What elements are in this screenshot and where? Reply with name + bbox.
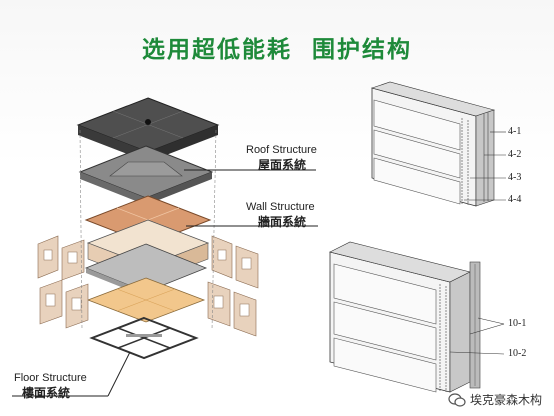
roof-structure-label-zh: 屋面系統 <box>258 158 307 172</box>
watermark-text: 埃克豪森木构 <box>469 393 542 407</box>
page-title: 选用超低能耗 围护结构 <box>141 37 412 63</box>
wall-structure-label-zh: 牆面系統 <box>258 215 307 229</box>
panel-label-4-4: 4-4 <box>508 194 522 205</box>
wall-panels-left <box>37 235 89 329</box>
bottom-wall-panel <box>329 241 481 393</box>
watermark: 埃克豪森木构 <box>448 391 542 408</box>
wall-structure-label-en: Wall Structure <box>246 201 315 213</box>
panel-label-10-2: 10-2 <box>508 348 527 359</box>
label-leader-lines <box>12 169 318 397</box>
wall-panels-right <box>207 235 259 337</box>
roof-insulation-layer <box>78 145 214 205</box>
floor-structure-label-zh: 樓面系統 <box>22 386 71 400</box>
roof-structure-label-en: Roof Structure <box>246 144 317 156</box>
wechat-icon <box>448 392 466 407</box>
floor-wood-layer <box>86 277 206 323</box>
guide-lines <box>79 129 217 331</box>
panel-label-4-1: 4-1 <box>508 126 522 137</box>
panel-label-10-1: 10-1 <box>508 318 527 329</box>
panel-label-4-2: 4-2 <box>508 149 522 160</box>
bottom-panel-leaders <box>449 317 505 355</box>
floor-structure-label-en: Floor Structure <box>14 372 87 384</box>
top-panel-leaders <box>464 131 506 201</box>
panel-label-4-3: 4-3 <box>508 172 522 183</box>
top-wall-panel <box>370 81 496 207</box>
floor-frame-layer <box>89 316 199 360</box>
